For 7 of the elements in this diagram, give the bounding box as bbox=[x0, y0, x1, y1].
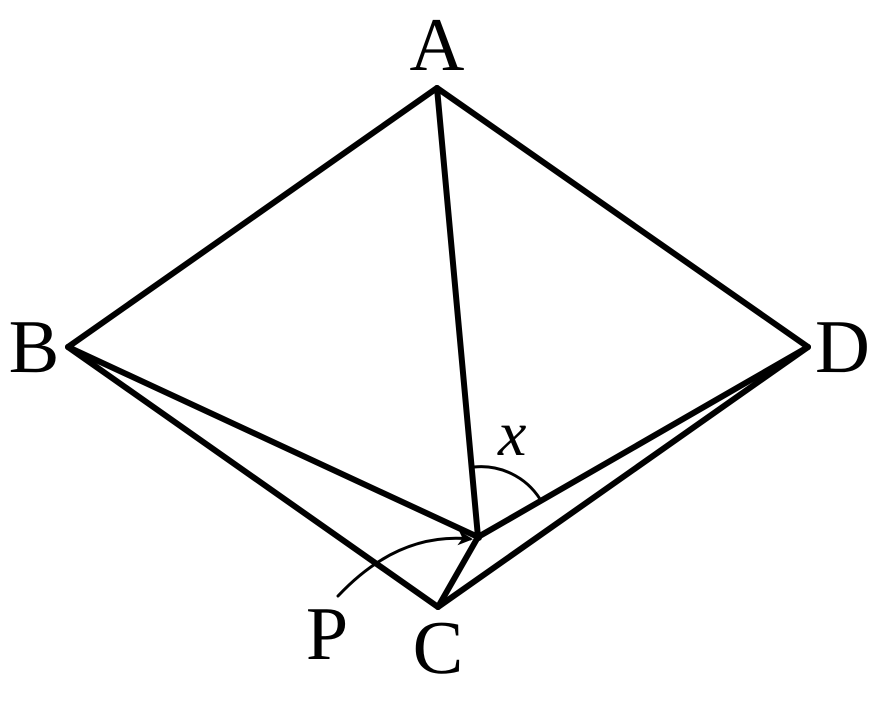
leader-arrow bbox=[336, 530, 473, 598]
vertex-label: P bbox=[296, 596, 358, 672]
vertex-label: A bbox=[400, 2, 474, 88]
vertex-label: C bbox=[404, 607, 472, 689]
vertex-label: B bbox=[0, 310, 68, 384]
vertex-label: D bbox=[808, 310, 877, 384]
angle-label: x bbox=[498, 402, 526, 466]
